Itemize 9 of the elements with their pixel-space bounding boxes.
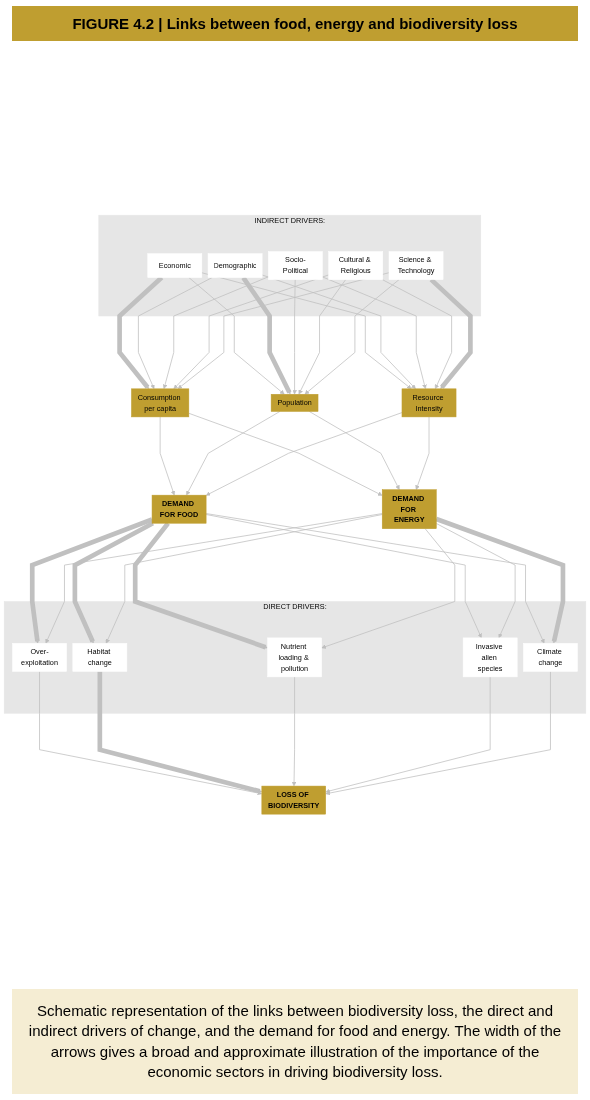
arrow <box>241 276 292 395</box>
arrow <box>97 671 263 794</box>
arrow <box>72 521 154 644</box>
arrow <box>29 517 153 644</box>
arrow <box>117 276 164 390</box>
caption: Schematic representation of the links between biodiversity loss, the direct and indirect drivers of change, and the demand for food and energy. The width of the arrows gives a broad and approximate illustration of the importance of the economic sectors in driving biodiversity loss. <box>12 989 578 1094</box>
figure-title: FIGURE 4.2 | Links between food, energy and biodiversity loss <box>12 6 578 41</box>
arrow <box>429 278 473 390</box>
arrow <box>132 522 268 650</box>
